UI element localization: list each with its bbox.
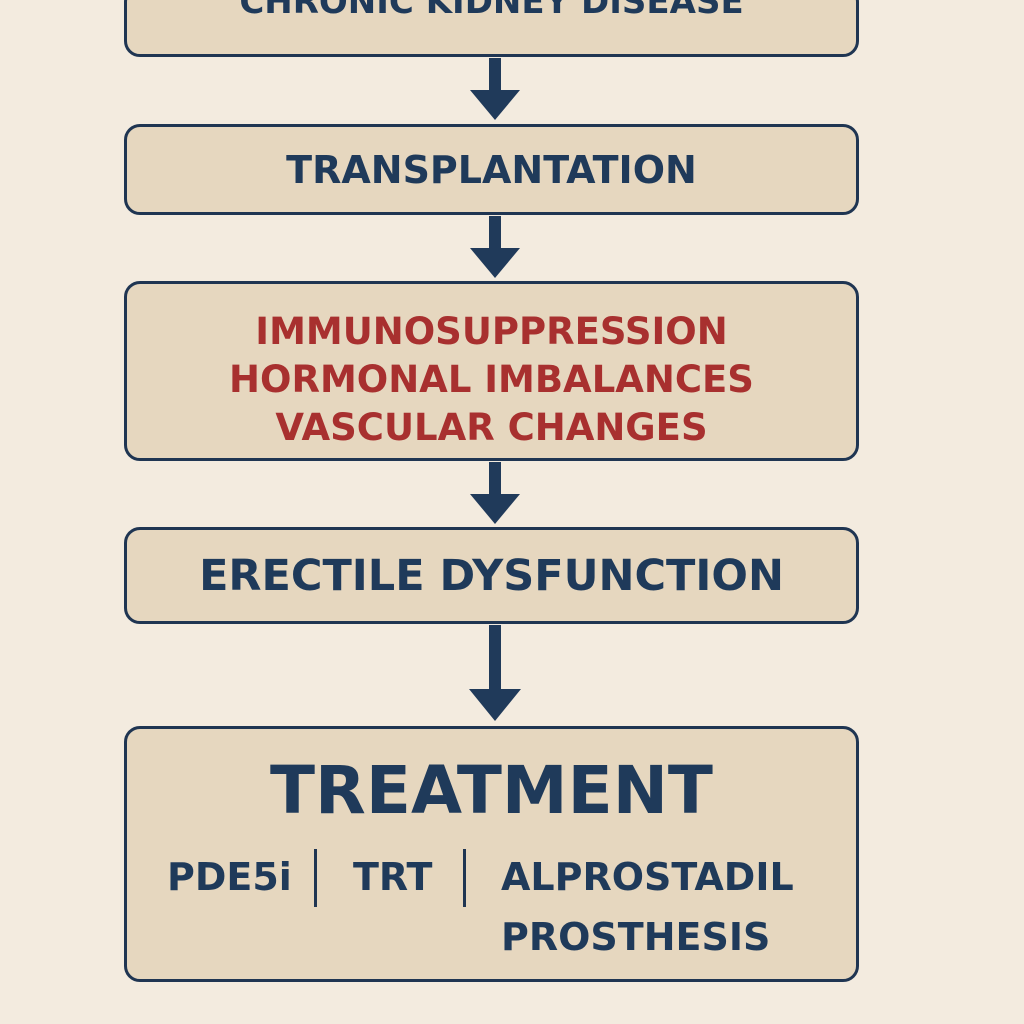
arrow-shaft bbox=[489, 625, 501, 691]
treatment-option-alprostadil: ALPROSTADIL bbox=[501, 855, 794, 899]
treatment-option-pde5i: PDE5i bbox=[167, 855, 292, 899]
treatment-box: TREATMENT PDE5i TRT ALPROSTADIL PROSTHES… bbox=[124, 726, 859, 982]
arrow-down-icon bbox=[470, 216, 520, 278]
risk-factors-box: IMMUNOSUPPRESSION HORMONAL IMBALANCES VA… bbox=[124, 281, 859, 461]
arrow-down-icon bbox=[469, 625, 521, 722]
factor-immunosuppression: IMMUNOSUPPRESSION bbox=[255, 310, 728, 353]
arrow-head bbox=[470, 248, 520, 278]
erectile-dysfunction-box: ERECTILE DYSFUNCTION bbox=[124, 527, 859, 624]
arrow-down-icon bbox=[470, 58, 520, 120]
ckd-box: CHRONIC KIDNEY DISEASE bbox=[124, 0, 859, 57]
factor-hormonal-imbalances: HORMONAL IMBALANCES bbox=[229, 358, 754, 401]
treatment-option-prosthesis: PROSTHESIS bbox=[501, 915, 771, 959]
treatment-title: TREATMENT bbox=[270, 752, 713, 829]
arrow-shaft bbox=[489, 58, 501, 92]
option-divider bbox=[314, 849, 317, 907]
arrow-shaft bbox=[489, 216, 501, 250]
transplantation-box: TRANSPLANTATION bbox=[124, 124, 859, 215]
treatment-option-trt: TRT bbox=[353, 855, 433, 899]
arrow-head bbox=[469, 689, 521, 721]
arrow-head bbox=[470, 90, 520, 120]
transplantation-label: TRANSPLANTATION bbox=[286, 148, 697, 192]
arrow-shaft bbox=[489, 462, 501, 496]
option-divider bbox=[463, 849, 466, 907]
erectile-dysfunction-label: ERECTILE DYSFUNCTION bbox=[199, 551, 784, 601]
factor-vascular-changes: VASCULAR CHANGES bbox=[275, 406, 708, 449]
ckd-label: CHRONIC KIDNEY DISEASE bbox=[239, 0, 744, 22]
arrow-down-icon bbox=[470, 462, 520, 524]
arrow-head bbox=[470, 494, 520, 524]
